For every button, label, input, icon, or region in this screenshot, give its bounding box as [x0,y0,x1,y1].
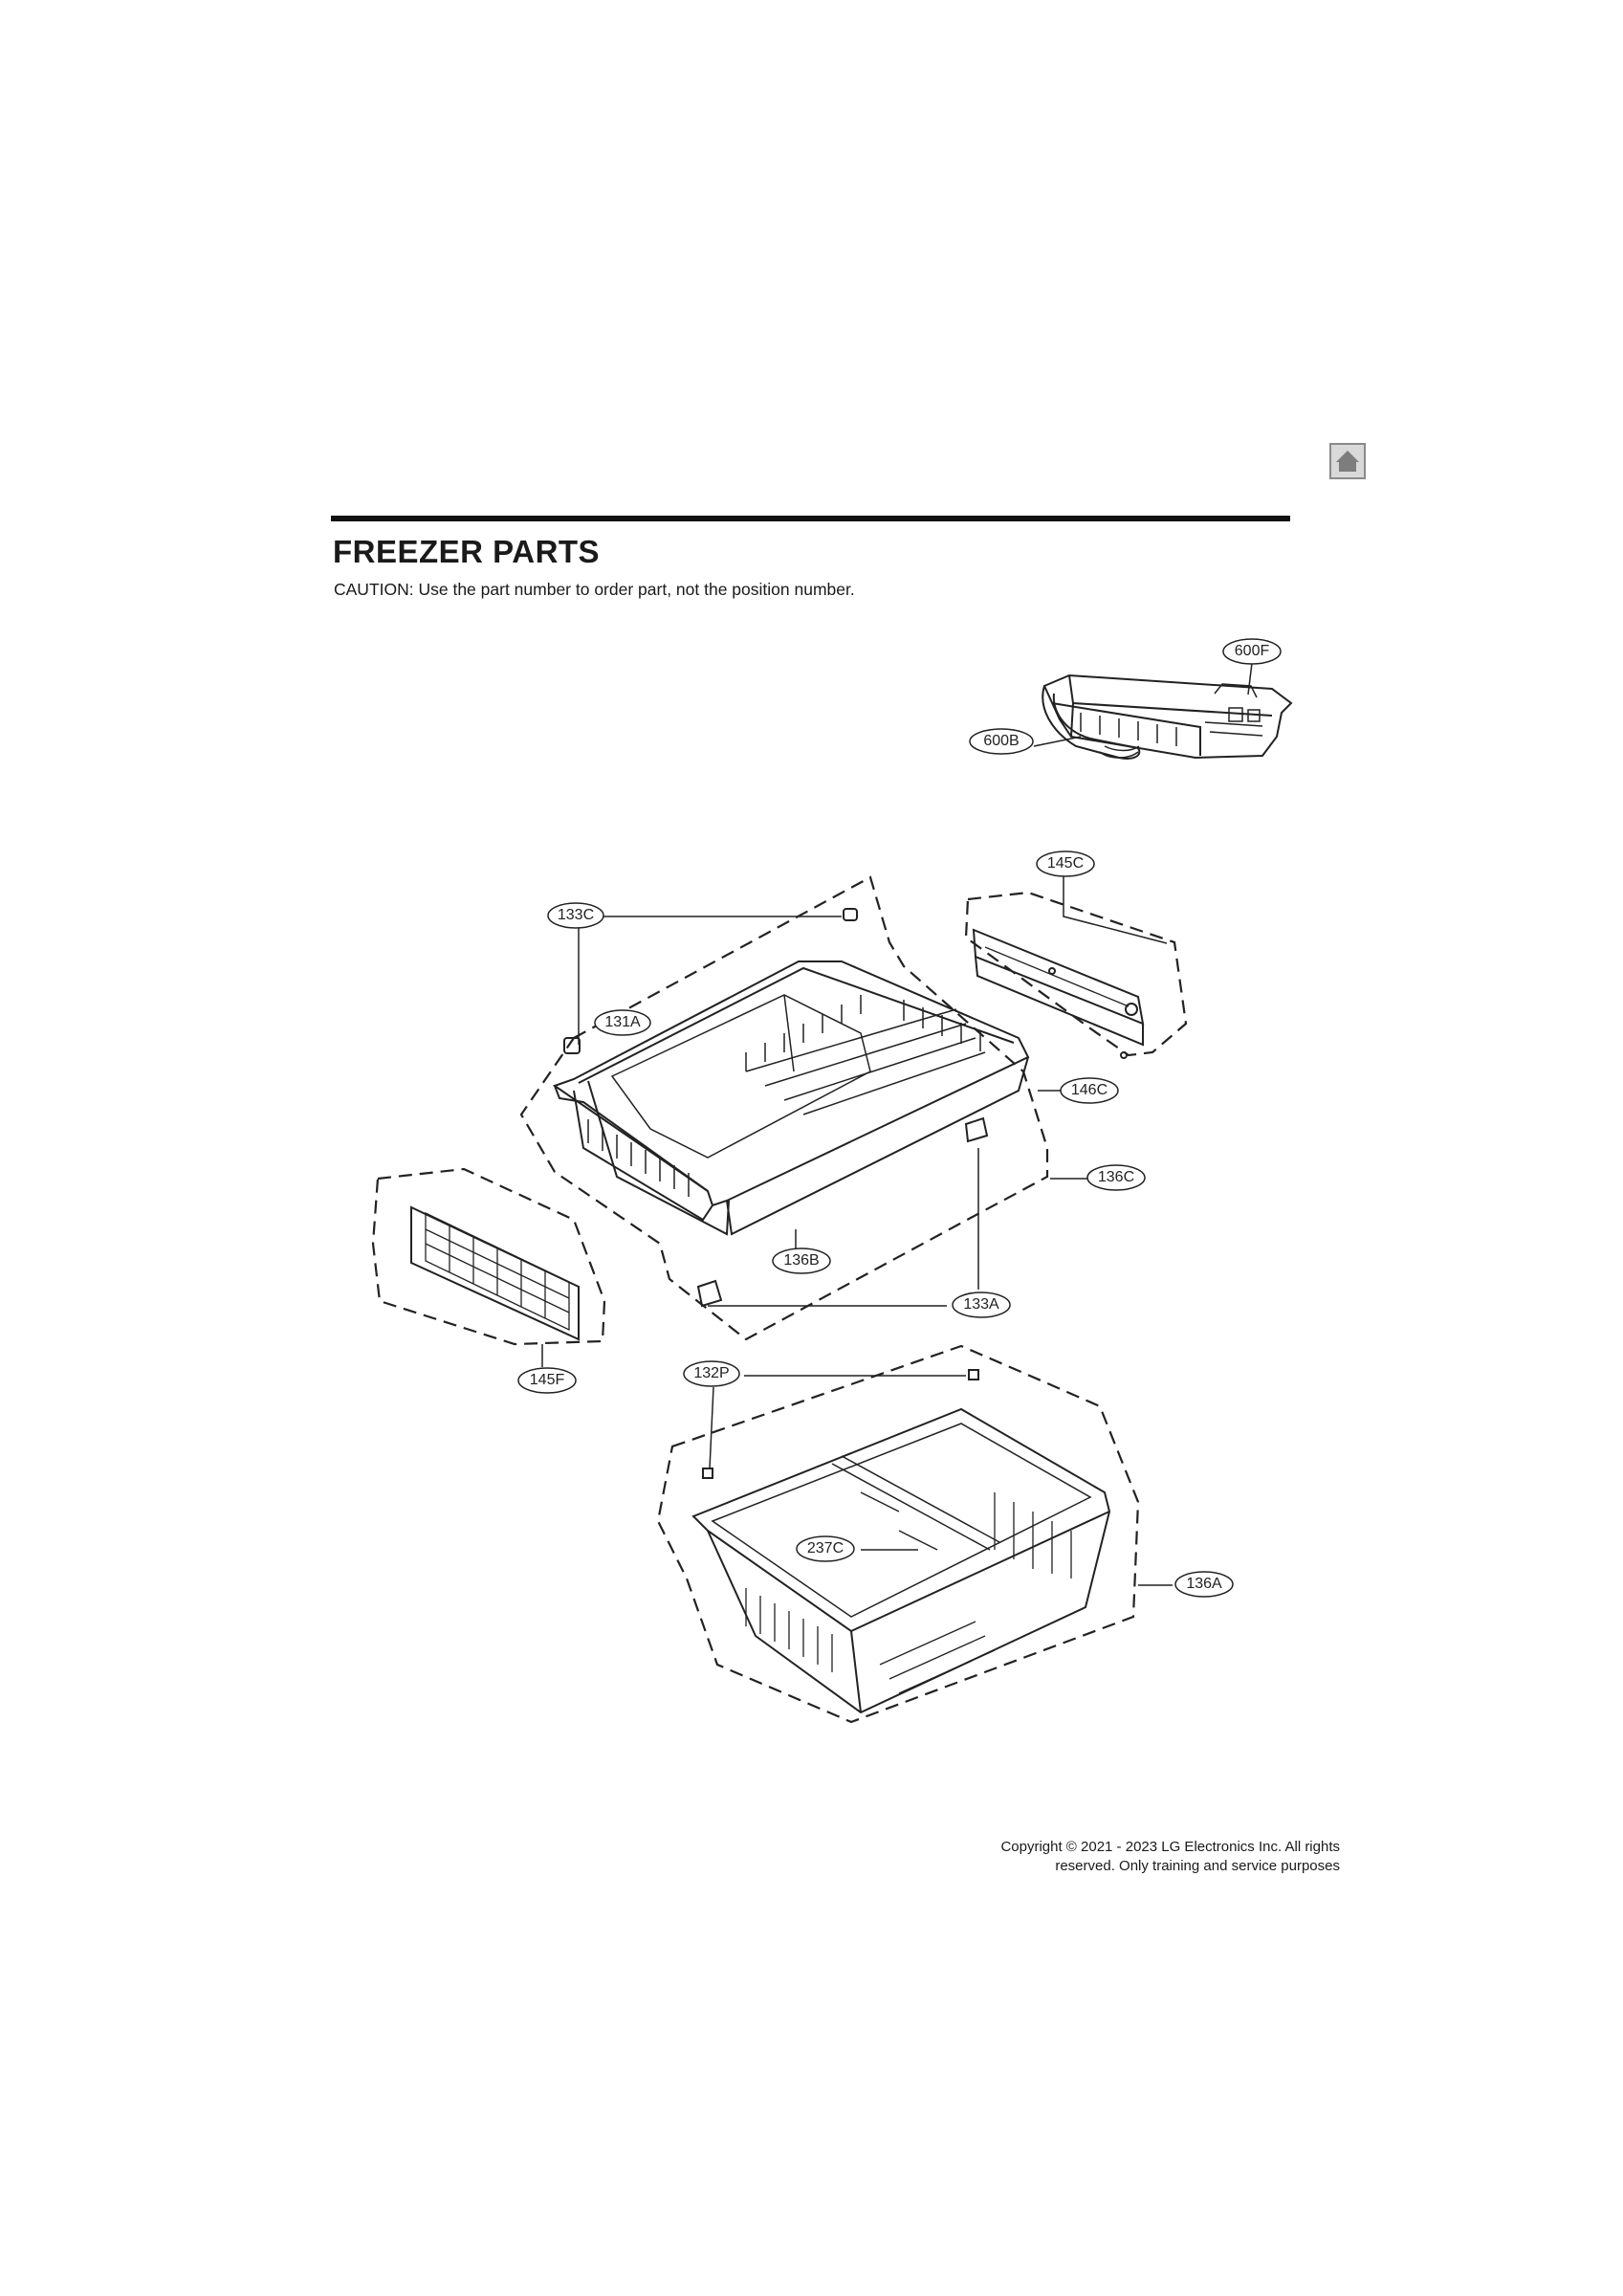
ice-maker-assembly [1042,673,1293,760]
callout-136C: 136C [1097,1169,1135,1185]
page-title: FREEZER PARTS [333,534,601,569]
callout-oval-600F [1222,638,1282,665]
callout-133C: 133C [557,907,595,923]
home-button[interactable] [1329,443,1366,479]
lower-basket [691,1407,1111,1714]
clip-133C-right [843,908,858,921]
callout-146C: 146C [1070,1082,1108,1098]
clip-133A-left [696,1279,723,1308]
copyright-line-1: Copyright © 2021 - 2023 LG Electronics I… [1000,1839,1340,1855]
callout-oval-237C [796,1535,855,1562]
upper-drawer [552,960,1030,1236]
copyright-line-2: reserved. Only training and service purp… [1055,1858,1340,1874]
clip-133A-right [964,1116,989,1143]
rail-145C [972,928,1145,1059]
callout-oval-136A [1174,1571,1234,1598]
callout-oval-145F [517,1367,577,1394]
clip-132P-left [702,1468,713,1479]
copyright-notice: Copyright © 2021 - 2023 LG Electronics I… [1000,1838,1340,1876]
callout-145C: 145C [1046,855,1085,872]
caution-note: CAUTION: Use the part number to order pa… [334,580,855,599]
clip-132P-right [968,1369,979,1380]
callout-oval-145C [1036,850,1095,877]
callout-oval-600B [969,728,1034,755]
callout-133A: 133A [963,1296,999,1313]
callout-132P: 132P [693,1365,730,1381]
callout-oval-131A [594,1009,651,1036]
callout-600F: 600F [1234,643,1270,659]
home-arrow-icon [1336,451,1359,472]
callout-600B: 600B [983,733,1020,749]
callout-131A: 131A [604,1014,641,1030]
callout-237C: 237C [806,1540,844,1556]
callout-oval-133C [547,902,604,929]
callout-oval-132P [683,1360,740,1387]
clip-133C-left [563,1037,581,1054]
callout-136B: 136B [783,1252,820,1269]
callout-oval-136B [772,1247,831,1274]
callout-oval-133A [952,1292,1011,1318]
callout-145F: 145F [529,1372,565,1388]
callout-136A: 136A [1186,1576,1222,1592]
callout-oval-136C [1086,1164,1146,1191]
callout-oval-146C [1060,1077,1119,1104]
grille-145F [410,1205,580,1341]
header-rule [331,516,1290,521]
